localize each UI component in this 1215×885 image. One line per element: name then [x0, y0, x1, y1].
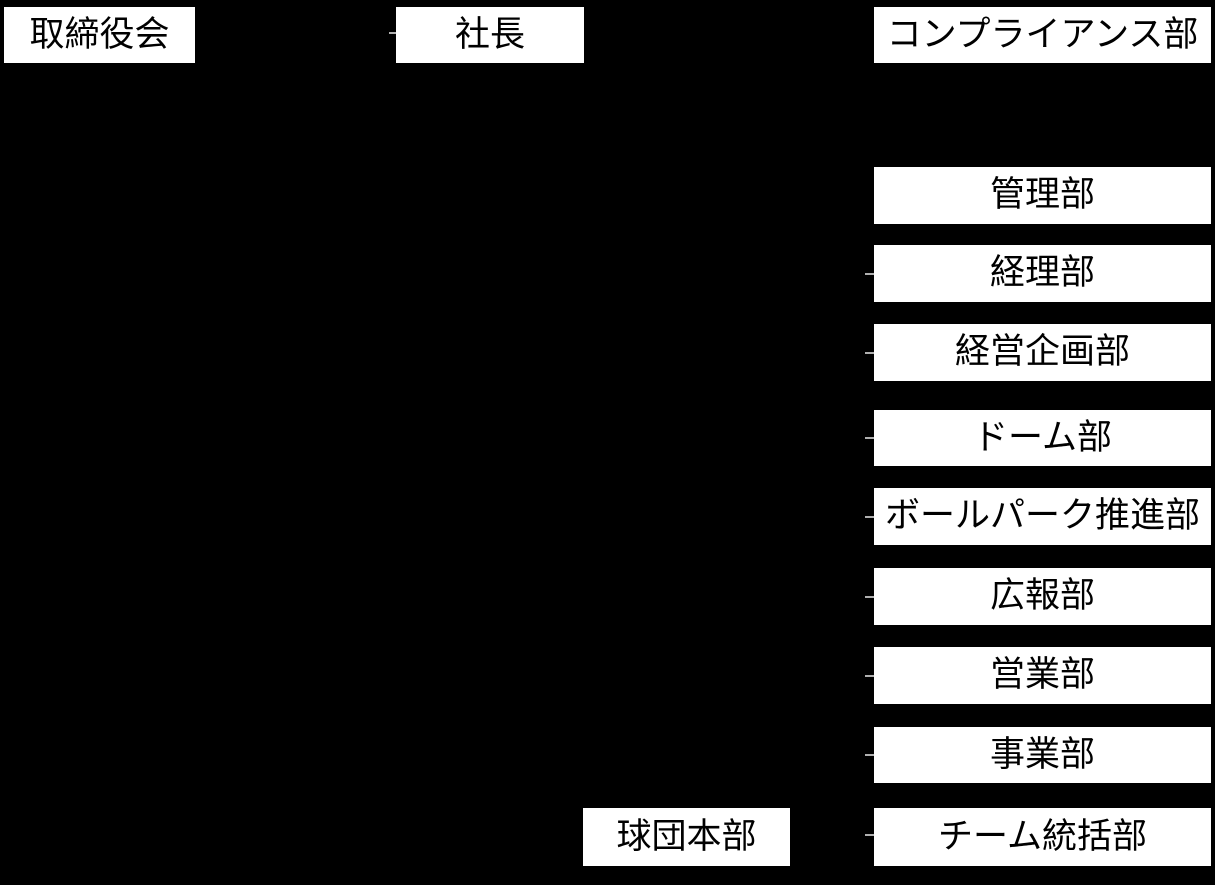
- ballpark-promotion-department-label: ボールパーク推進部: [884, 496, 1200, 536]
- connector-tick: [865, 596, 874, 598]
- connector-tick: [865, 834, 874, 836]
- management-department-label: 管理部: [989, 175, 1095, 215]
- president-box: 社長: [396, 7, 584, 63]
- connector-tick: [865, 352, 874, 354]
- sales-department-box: 営業部: [874, 647, 1211, 704]
- team-headquarters-label: 球団本部: [616, 816, 757, 857]
- ballpark-promotion-department-box: ボールパーク推進部: [874, 488, 1211, 545]
- connector-tick: [865, 273, 874, 275]
- president-label: 社長: [454, 14, 525, 55]
- compliance-department-label: コンプライアンス部: [886, 14, 1199, 55]
- public-relations-department-box: 広報部: [874, 568, 1211, 625]
- management-department-box: 管理部: [874, 167, 1211, 224]
- connector-tick: [865, 754, 874, 756]
- corporate-planning-department-box: 経営企画部: [874, 324, 1211, 381]
- corporate-planning-department-label: 経営企画部: [954, 332, 1130, 372]
- connector-tick: [865, 437, 874, 439]
- board-of-directors-label: 取締役会: [29, 14, 170, 55]
- accounting-department-label: 経理部: [989, 253, 1095, 293]
- team-supervision-department-label: チーム統括部: [938, 816, 1147, 857]
- sales-department-label: 営業部: [989, 655, 1095, 695]
- compliance-department-box: コンプライアンス部: [874, 7, 1211, 63]
- dome-department-box: ドーム部: [874, 410, 1211, 466]
- team-headquarters-box: 球団本部: [583, 808, 790, 866]
- connector-tick: [389, 32, 396, 34]
- business-department-label: 事業部: [989, 734, 1095, 775]
- accounting-department-box: 経理部: [874, 245, 1211, 302]
- dome-department-label: ドーム部: [973, 417, 1112, 458]
- connector-tick: [865, 675, 874, 677]
- team-supervision-department-box: チーム統括部: [874, 808, 1211, 866]
- board-of-directors-box: 取締役会: [4, 7, 195, 63]
- public-relations-department-label: 広報部: [989, 576, 1095, 616]
- connector-tick: [865, 516, 874, 518]
- business-department-box: 事業部: [874, 727, 1211, 783]
